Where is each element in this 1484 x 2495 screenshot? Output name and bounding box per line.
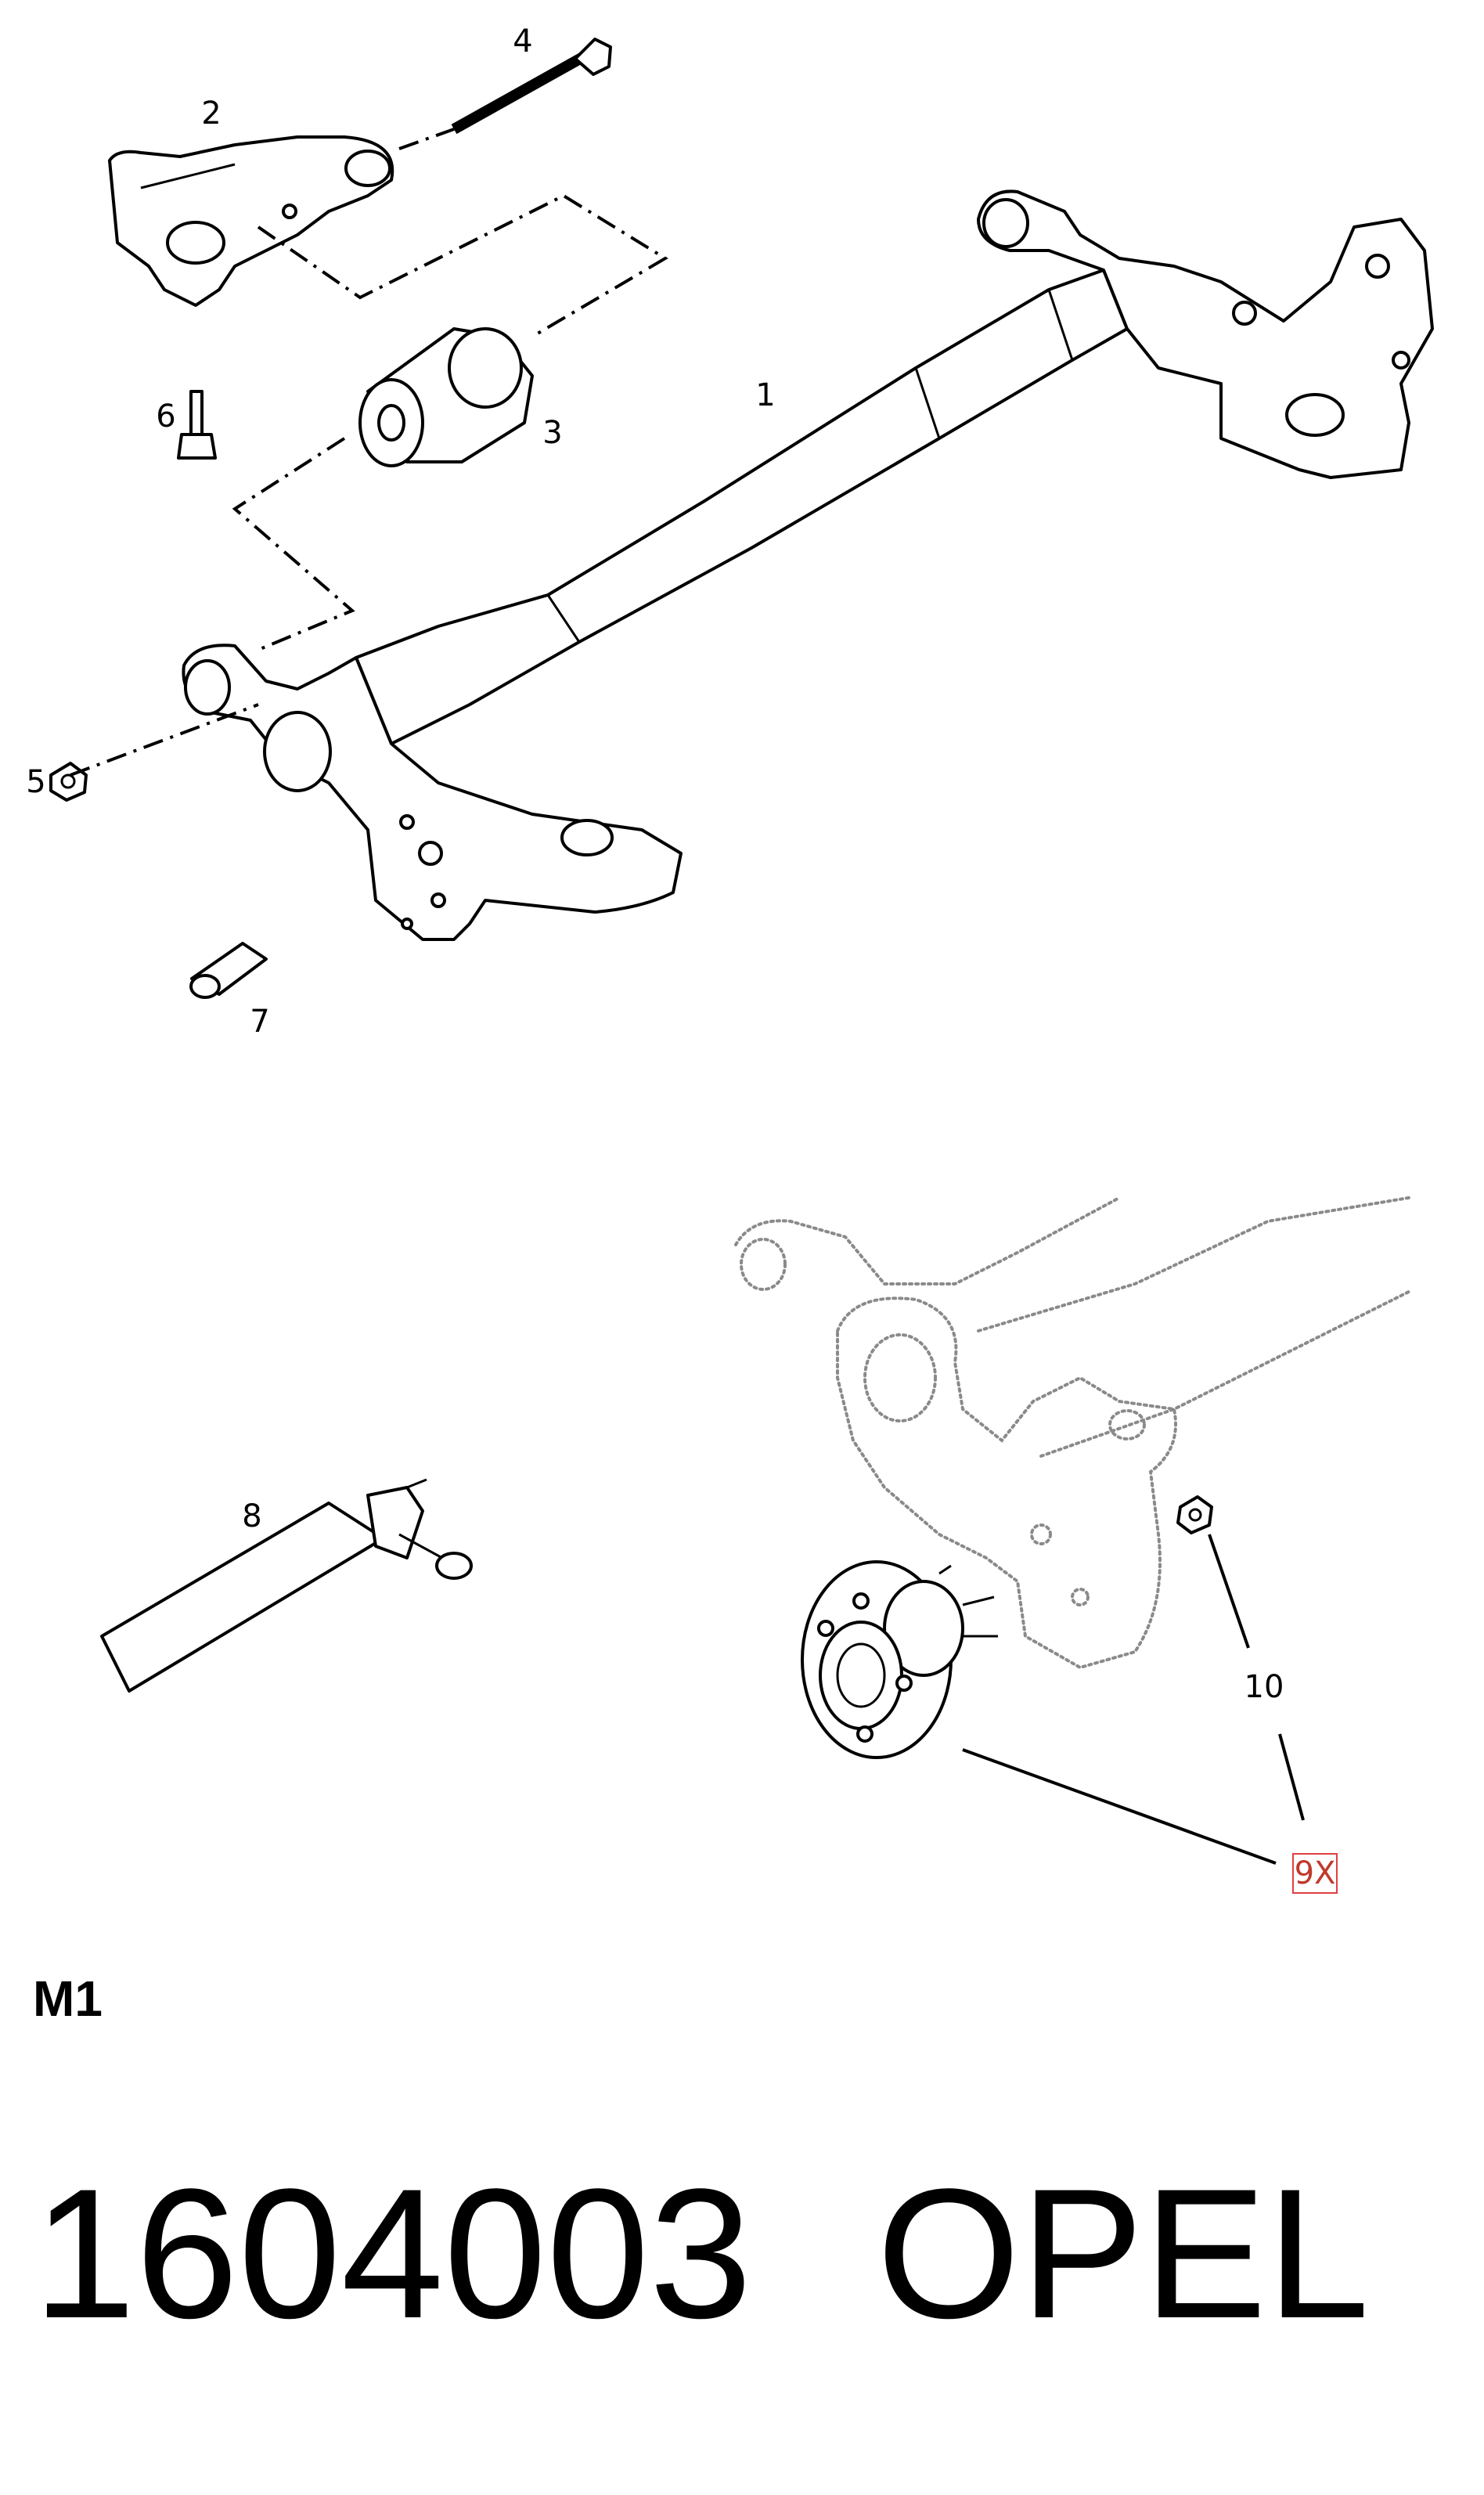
- nut: [49, 762, 88, 802]
- callout-9: 9X: [1295, 1855, 1336, 1891]
- sleeve: [189, 942, 268, 999]
- callout-9-highlight-box: [1292, 1853, 1338, 1894]
- callout-10: 10: [1244, 1669, 1284, 1705]
- callout-5: 5: [26, 764, 45, 800]
- small-bolt: [177, 390, 217, 460]
- callout-7: 7: [250, 1004, 269, 1040]
- callout-1: 1: [755, 377, 775, 413]
- callout-labels: 1 2 3 4 5 6 7 8 9X 10: [26, 23, 1338, 1894]
- callout-2: 2: [201, 96, 221, 132]
- bushing: [358, 327, 534, 467]
- abs-sensor: [100, 1478, 473, 1693]
- callout-8: 8: [242, 1498, 261, 1534]
- section-label: M1: [33, 1970, 103, 2027]
- leader-lines: [962, 1534, 1305, 1865]
- callout-6: 6: [156, 398, 175, 434]
- callout-4: 4: [513, 23, 532, 59]
- rear-axle-beam: [182, 189, 1434, 941]
- brand-name: OPEL: [877, 2151, 1370, 2357]
- long-bolt: [451, 38, 612, 135]
- mounting-bracket: [108, 135, 394, 307]
- part-number: 1604003: [33, 2151, 752, 2357]
- ghost-axle-context: [734, 1196, 1410, 1670]
- callout-3: 3: [542, 415, 562, 451]
- wheel-hub: [801, 1560, 998, 1759]
- hub-nut: [1176, 1495, 1213, 1534]
- assembly-lines: [70, 128, 668, 777]
